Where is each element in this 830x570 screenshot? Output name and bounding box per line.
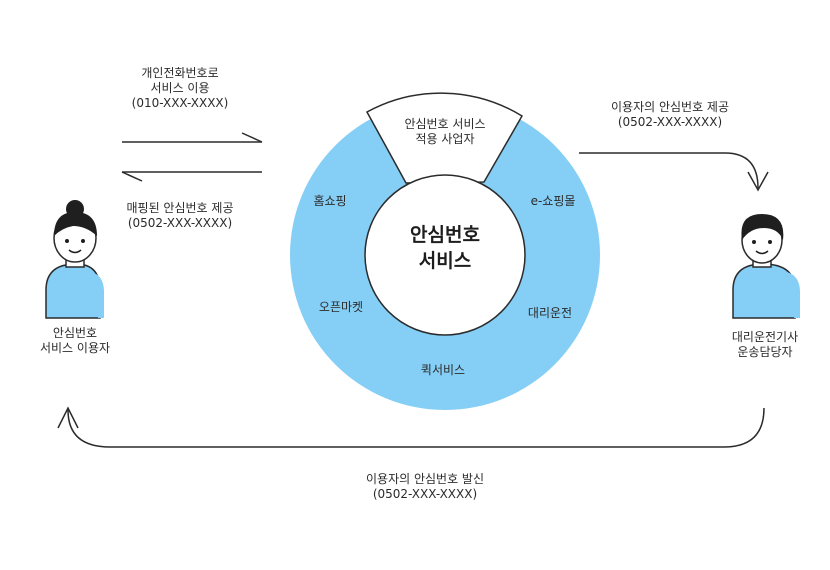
arrow-to-driver-label: 이용자의 안심번호 제공 (0502-XXX-XXXX)	[590, 100, 750, 130]
arrow-from-service	[121, 171, 262, 182]
top-segment-label: 안심번호 서비스 적용 사업자	[385, 117, 505, 147]
driver-person-icon	[732, 214, 800, 319]
driver-label: 대리운전기사 운송담당자	[710, 330, 820, 360]
user-label-line2: 서비스 이용자	[39, 341, 111, 355]
driver-label-line1: 대리운전기사	[731, 330, 799, 344]
center-circle	[364, 174, 526, 336]
user-label: 안심번호 서비스 이용자	[20, 326, 130, 356]
arrow-to-driver-line1: 이용자의 안심번호 제공	[610, 100, 730, 114]
user-person-icon	[45, 200, 104, 319]
arrow-to-service-line3: (010-XXX-XXXX)	[131, 96, 229, 110]
arrow-from-service-label: 매핑된 안심번호 제공 (0502-XXX-XXXX)	[110, 201, 250, 231]
arrow-call-line1: 이용자의 안심번호 발신	[365, 472, 485, 486]
segment-open-market: 오픈마켓	[318, 300, 364, 314]
arrow-call-line2: (0502-XXX-XXXX)	[372, 487, 478, 501]
segment-designated-driver: 대리운전	[527, 306, 573, 320]
arrow-to-service-label: 개인전화번호로 서비스 이용 (010-XXX-XXXX)	[110, 66, 250, 111]
user-label-line1: 안심번호	[52, 326, 98, 340]
arrow-call	[57, 406, 765, 448]
center-title-line2: 서비스	[418, 250, 472, 272]
center-title-line1: 안심번호	[410, 224, 480, 246]
top-segment-wedge	[365, 92, 524, 184]
center-title: 안심번호 서비스	[385, 222, 505, 274]
arrow-to-service-line2: 서비스 이용	[150, 81, 210, 95]
arrow-from-service-line2: (0502-XXX-XXXX)	[127, 216, 233, 230]
arrow-to-service-line1: 개인전화번호로	[141, 66, 219, 80]
top-segment-line2: 적용 사업자	[415, 132, 475, 146]
arrow-from-service-line1: 매핑된 안심번호 제공	[126, 201, 234, 215]
driver-label-line2: 운송담당자	[737, 345, 793, 359]
segment-home-shopping: 홈쇼핑	[313, 194, 347, 208]
arrow-to-driver	[579, 152, 769, 192]
arrow-to-service	[122, 132, 263, 143]
arrow-call-label: 이용자의 안심번호 발신 (0502-XXX-XXXX)	[345, 472, 505, 502]
top-segment-line1: 안심번호 서비스	[404, 117, 486, 131]
arrow-to-driver-line2: (0502-XXX-XXXX)	[617, 115, 723, 129]
segment-e-shopping-mall: e-쇼핑몰	[530, 194, 576, 208]
segment-quick-service: 퀵서비스	[420, 363, 466, 377]
